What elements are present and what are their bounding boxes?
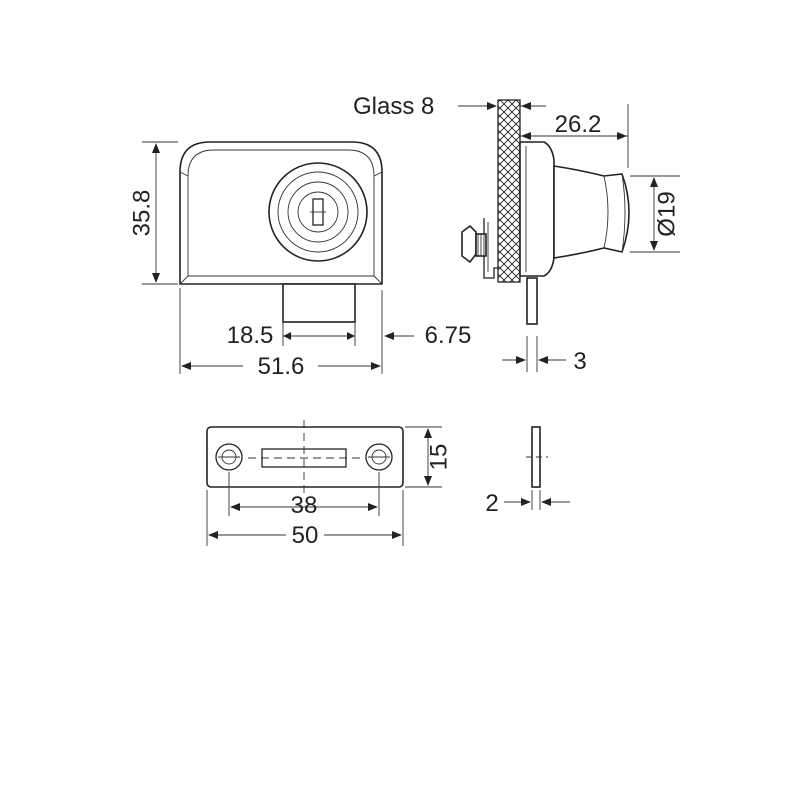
dim-strike-thickness-label: 2	[485, 490, 498, 517]
label-glass: Glass 8	[353, 93, 546, 120]
dim-height-label: 35.8	[128, 190, 155, 237]
side-plunger	[461, 224, 477, 264]
dim-offset-label: 6.75	[425, 322, 472, 349]
dim-body-width-label: 51.6	[258, 353, 305, 380]
dim-height: 35.8	[128, 141, 178, 285]
side-view	[461, 99, 630, 325]
dim-depth: 26.2	[520, 104, 629, 168]
lock-body-inner	[187, 149, 375, 277]
clamp-bracket	[483, 218, 498, 279]
cylinder-shank	[282, 283, 356, 323]
strike-plate-front	[206, 420, 404, 494]
key-cylinder	[268, 162, 368, 262]
glass-panel	[497, 99, 521, 283]
dim-strike-height: 15	[405, 426, 452, 488]
mounting-base	[519, 141, 555, 277]
strike-plate-side	[526, 277, 538, 325]
dim-knob-diameter: Ø19	[630, 175, 680, 253]
dim-strike-width-label: 50	[292, 522, 319, 549]
knob	[553, 165, 630, 259]
dim-strike-thickness: 2	[485, 490, 570, 517]
dim-body-width: 51.6	[179, 288, 381, 380]
strike-plate-edge	[526, 426, 548, 488]
dim-offset: 6.75	[381, 290, 472, 374]
front-view	[179, 141, 383, 323]
dim-strike-height-label: 15	[425, 444, 452, 471]
dim-depth-label: 26.2	[555, 111, 602, 138]
dim-hole-spacing-label: 38	[291, 492, 318, 519]
dim-hole-spacing: 38	[228, 472, 380, 519]
dim-cylinder-width: 18.5	[227, 322, 356, 349]
dim-cylinder-width-label: 18.5	[227, 322, 274, 349]
dim-knob-diameter-label: Ø19	[653, 191, 680, 236]
label-glass-text: Glass 8	[353, 93, 434, 120]
dim-strike-width: 50	[206, 490, 404, 549]
dim-plate-thickness-side: 3	[502, 336, 587, 375]
dim-plate-thickness-side-label: 3	[573, 348, 586, 375]
